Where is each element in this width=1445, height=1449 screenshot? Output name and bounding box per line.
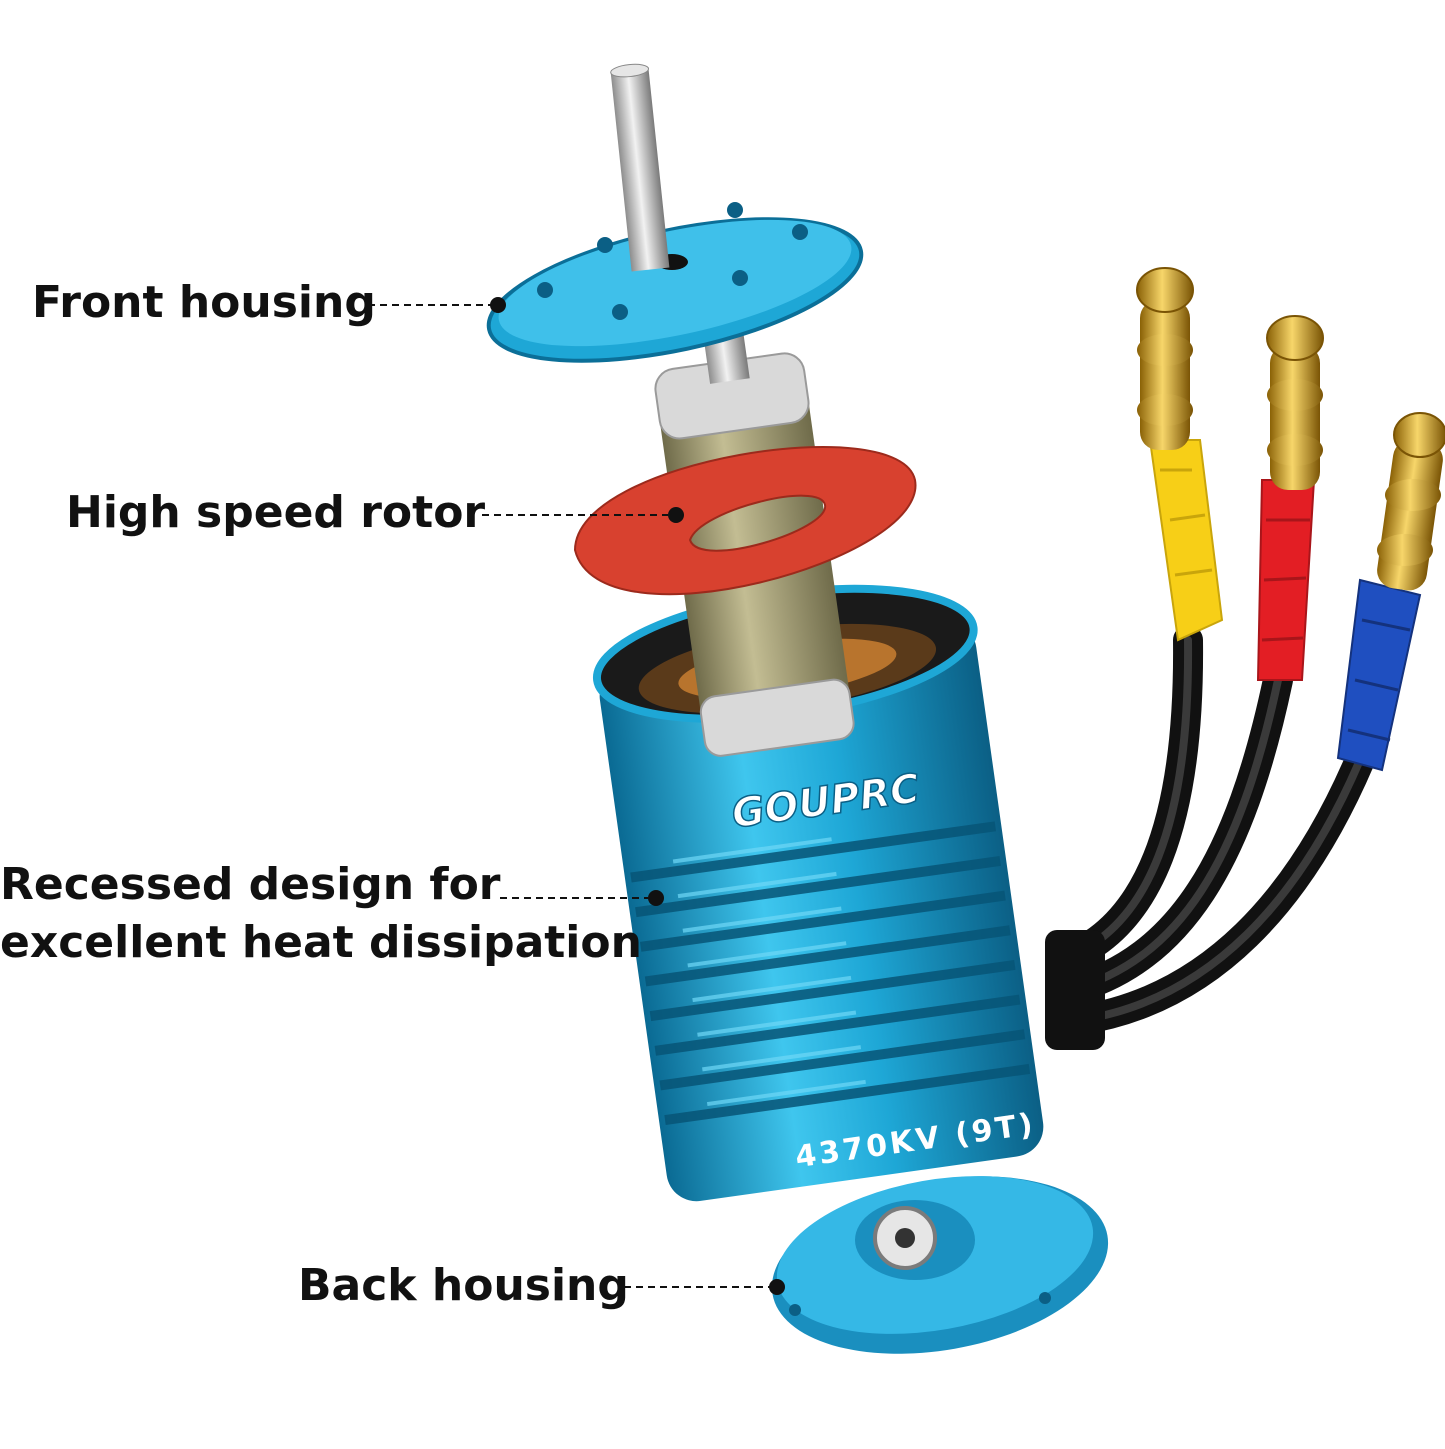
label-back-housing: Back housing: [298, 1260, 629, 1311]
gold-connector-1: [1136, 267, 1194, 450]
label-recessed-line2: excellent heat dissipation: [0, 917, 642, 968]
back-housing: [771, 1176, 1109, 1354]
red-gasket: [573, 446, 917, 596]
label-recessed-design: Recessed design for excellent heat dissi…: [0, 856, 642, 972]
label-high-speed-rotor: High speed rotor: [66, 487, 486, 538]
motor-shaft: [610, 63, 670, 272]
leader-recessed: [500, 890, 664, 906]
red-sleeve: [1256, 479, 1316, 681]
leader-back-housing: [624, 1279, 785, 1295]
leader-front-housing: [368, 297, 506, 313]
front-housing: [486, 202, 864, 363]
cooling-fins: [630, 821, 1031, 1126]
gold-connector-3: [1377, 412, 1445, 591]
label-recessed-line1: Recessed design for: [0, 859, 501, 910]
wire-grommet: [1045, 930, 1105, 1050]
gold-connector-2: [1266, 315, 1324, 490]
blue-sleeve: [1336, 578, 1422, 772]
label-front-housing: Front housing: [32, 277, 376, 328]
leader-rotor: [482, 507, 684, 523]
yellow-sleeve: [1148, 439, 1224, 642]
motor-wires: [1045, 625, 1375, 1035]
